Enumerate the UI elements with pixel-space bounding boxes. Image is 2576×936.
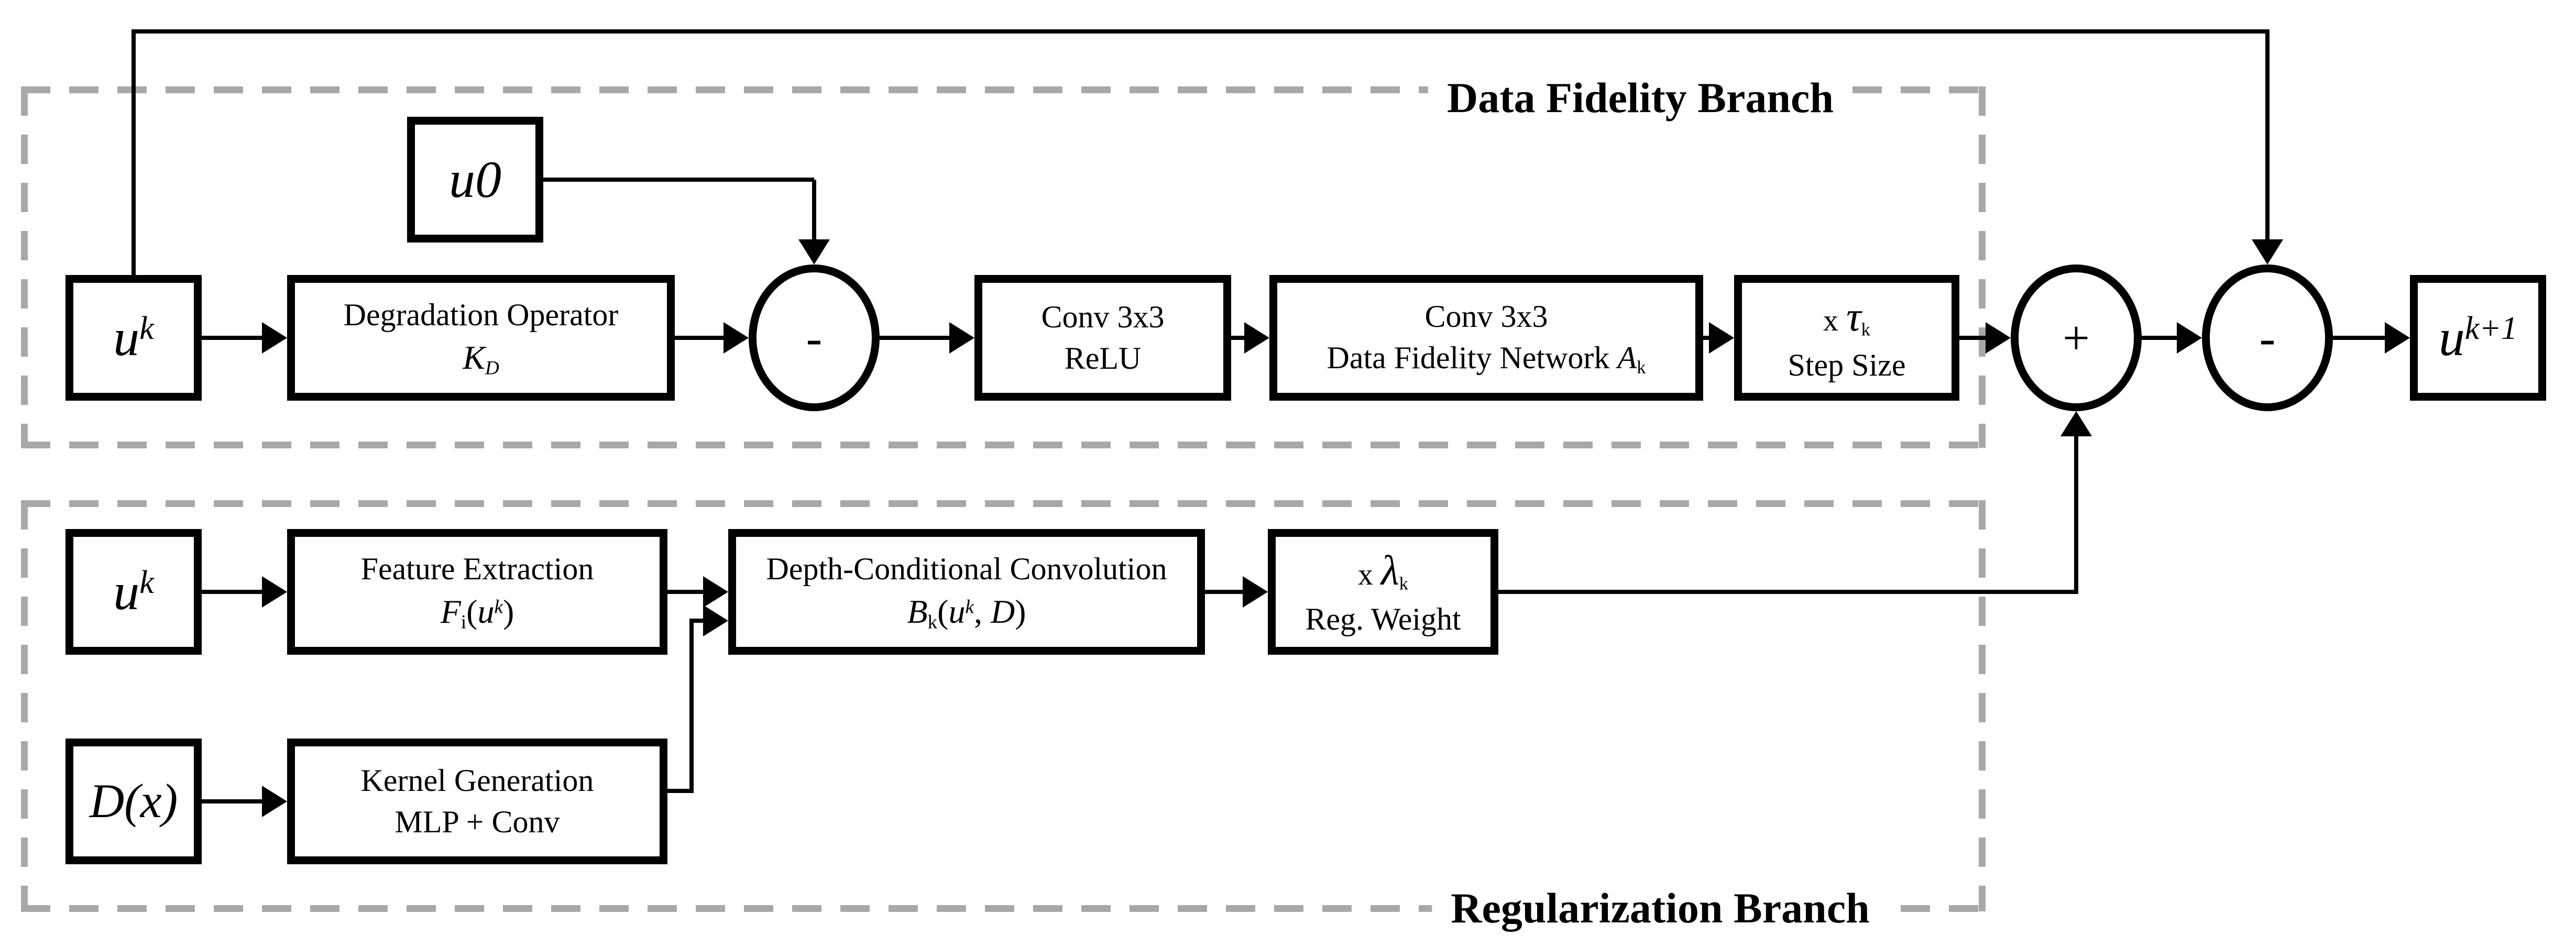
arrowhead-skip-into-out-subtract [2252,239,2283,265]
sum-node: + [2011,265,2142,411]
depth-conv-title: Depth-Conditional Convolution [766,552,1167,587]
out-subtract-node: - [2202,265,2333,411]
regularization-branch-label: Regularization Branch [1432,880,1889,936]
data-fidelity-branch-border-left [21,86,28,448]
connector-degradation-to-subtract [675,336,726,340]
node-depth-conditional-convolution: Depth-Conditional Convolution Bk(uk, D) [728,529,1205,655]
kernel-generation-subtitle: MLP + Conv [394,805,560,839]
connector-feature-to-depthconv [667,590,707,594]
arrowhead-into-mid-subtract [724,322,749,354]
arrowhead-into-out-subtract [2177,322,2202,354]
uk-next-label: uk+1 [2438,309,2518,367]
connector-depthconv-to-regweight [1205,590,1245,594]
arrowhead-into-sum [1986,322,2011,354]
data-fidelity-branch-border-right [1979,86,1986,448]
step-size-subtitle: Step Size [1788,348,1906,383]
connector-dfnetwork-to-stepsize [1703,336,1712,340]
reg-weight-subtitle: Reg. Weight [1305,602,1461,637]
regularization-branch-border-left [21,500,28,911]
arrowhead-into-uknext [2385,322,2410,354]
node-step-size: x τk Step Size [1734,275,1959,401]
connector-subtract-to-uknext [2333,336,2387,340]
regularization-branch-border-right [1979,500,1986,911]
connector-kernel-horizontal [667,789,694,793]
node-degradation-operator: Degradation Operator KD [287,275,675,401]
node-uk-input-bottom: uk [65,529,202,655]
conv-relu-subtitle: ReLU [1064,341,1142,376]
node-conv-relu: Conv 3x3 ReLU [974,275,1231,401]
arrowhead-into-regweight [1243,576,1268,608]
df-network-subtitle: Data Fidelity Network Ak [1327,340,1646,378]
connector-uk-to-degradation [202,336,265,340]
node-feature-extraction: Feature Extraction Fi(uk) [287,529,667,655]
step-size-factor: x τk [1823,293,1871,340]
sum-operator: + [2063,311,2090,365]
depth-conv-symbol: Bk(uk, D) [907,593,1026,633]
conv-relu-title: Conv 3x3 [1041,299,1165,334]
arrowhead-into-degradation [262,322,287,354]
node-uk-next-output: uk+1 [2410,275,2546,401]
uk-bottom-label: uk [113,563,154,621]
node-depth-map-input: D(x) [65,739,202,864]
connector-kernel-vertical [689,619,694,793]
df-network-title: Conv 3x3 [1424,299,1548,334]
reg-weight-factor: x λk [1357,547,1409,594]
feature-extraction-symbol: Fi(uk) [440,593,514,633]
connector-kernel-stub [689,619,705,623]
data-fidelity-branch-label: Data Fidelity Branch [1428,70,1852,126]
arrowhead-feature-into-depthconv [703,576,728,608]
u0-label: u0 [449,150,501,208]
connector-regweight-vertical [2074,436,2078,594]
node-u0-input: u0 [407,117,543,243]
skip-connection-left-vertical [131,31,136,275]
degradation-symbol: KD [463,339,499,379]
arrowhead-into-kernel-generation [262,786,287,817]
arrowhead-regweight-into-sum [2060,411,2092,436]
connector-convrelu-to-dfnetwork [1231,336,1247,340]
mid-subtract-operator: - [806,311,823,365]
arrowhead-kernel-into-depthconv [703,605,728,636]
arrowhead-into-dfnetwork [1244,322,1269,354]
connector-stepsize-to-sum [1959,336,1988,340]
connector-uk-to-feature-extraction [202,590,265,594]
data-fidelity-branch-border-bottom [21,442,1986,448]
feature-extraction-title: Feature Extraction [360,552,594,587]
skip-connection-horizontal [131,29,2270,34]
arrowhead-into-stepsize [1709,322,1734,354]
skip-connection-right-vertical [2265,31,2270,241]
node-reg-weight: x λk Reg. Weight [1268,529,1498,655]
node-data-fidelity-network: Conv 3x3 Data Fidelity Network Ak [1269,275,1703,401]
connector-subtract-to-convrelu [880,336,952,340]
uk-top-label: uk [113,309,154,367]
arrowhead-u0-into-mid-subtract [798,239,830,265]
node-uk-input-top: uk [65,275,202,401]
connector-regweight-horizontal [1498,590,2078,594]
kernel-generation-title: Kernel Generation [360,763,594,798]
connector-sum-to-subtract [2142,336,2179,340]
dx-label: D(x) [89,774,178,828]
mid-subtract-node: - [749,265,880,411]
connector-dx-to-kernel-generation [202,799,265,803]
degradation-title: Degradation Operator [343,298,619,333]
arrowhead-into-convrelu [949,322,974,354]
connector-u0-horizontal [543,178,814,182]
out-subtract-operator: - [2259,311,2276,365]
node-kernel-generation: Kernel Generation MLP + Conv [287,739,667,864]
regularization-branch-border-top [21,500,1986,507]
arrowhead-into-feature-extraction [262,576,287,608]
connector-u0-vertical [812,180,816,241]
